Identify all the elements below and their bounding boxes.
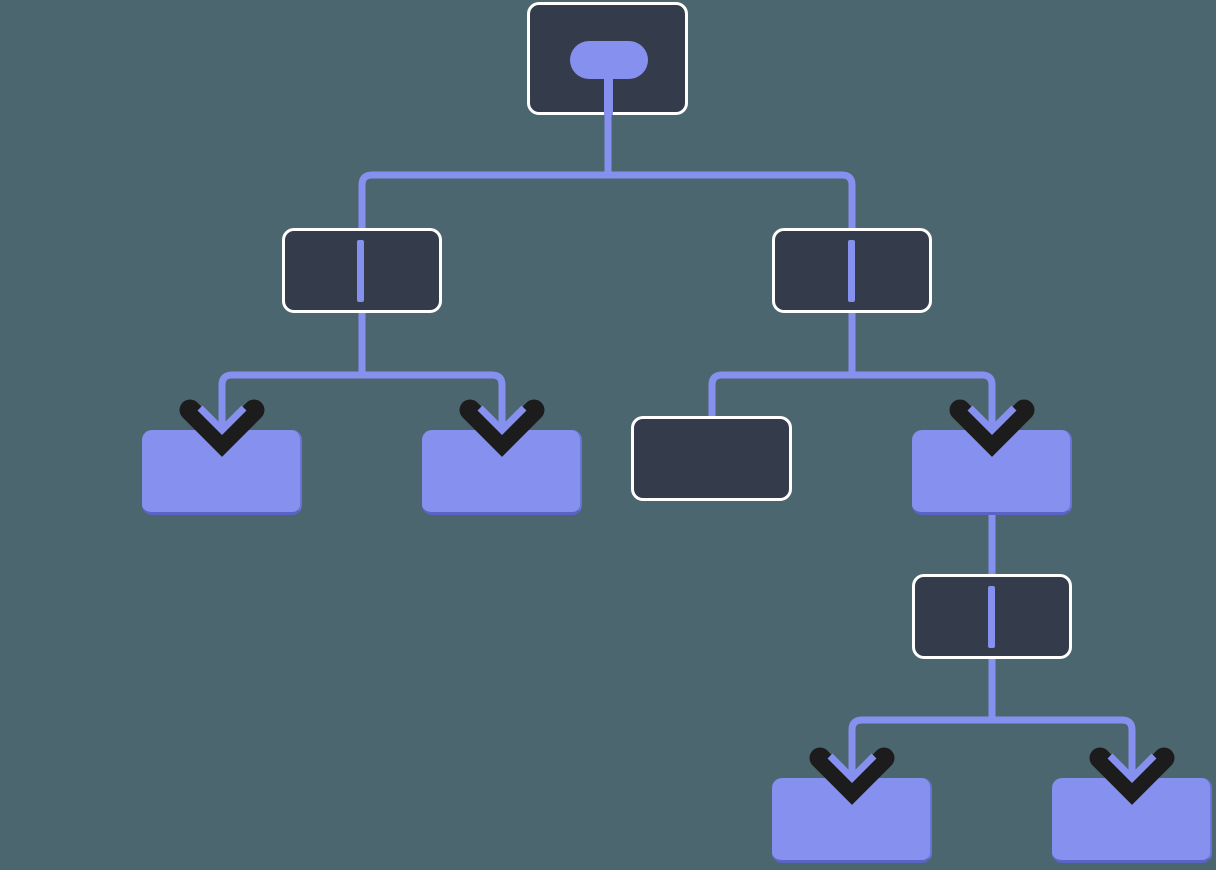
edge-level2left-to-leaf-one: [218, 313, 366, 435]
level3-leaf-two[interactable]: [422, 430, 582, 515]
level3-purple-branch[interactable]: [912, 430, 1072, 515]
root-marker-pill-icon: [570, 41, 648, 79]
edge-root-to-level2-right: [604, 115, 856, 228]
level2-right-node-bar-icon: [848, 240, 855, 302]
level5-leaf-two[interactable]: [1052, 778, 1212, 863]
edge-root-to-level2-left: [358, 115, 612, 228]
level5-leaf-one[interactable]: [772, 778, 932, 863]
edge-level2right-to-dark-terminal: [708, 313, 856, 416]
root-marker-stem: [604, 72, 613, 115]
level3-leaf-one[interactable]: [142, 430, 302, 515]
edge-level2left-to-leaf-two: [358, 313, 506, 435]
edge-level2right-to-purple-branch: [848, 313, 996, 435]
edge-level4-to-leaf-one: [848, 659, 996, 783]
edge-level4-to-leaf-two: [988, 659, 1136, 783]
level4-dark-node-bar-icon: [988, 586, 995, 648]
level2-left-node-bar-icon: [357, 240, 364, 302]
level3-dark-terminal[interactable]: [631, 416, 792, 501]
